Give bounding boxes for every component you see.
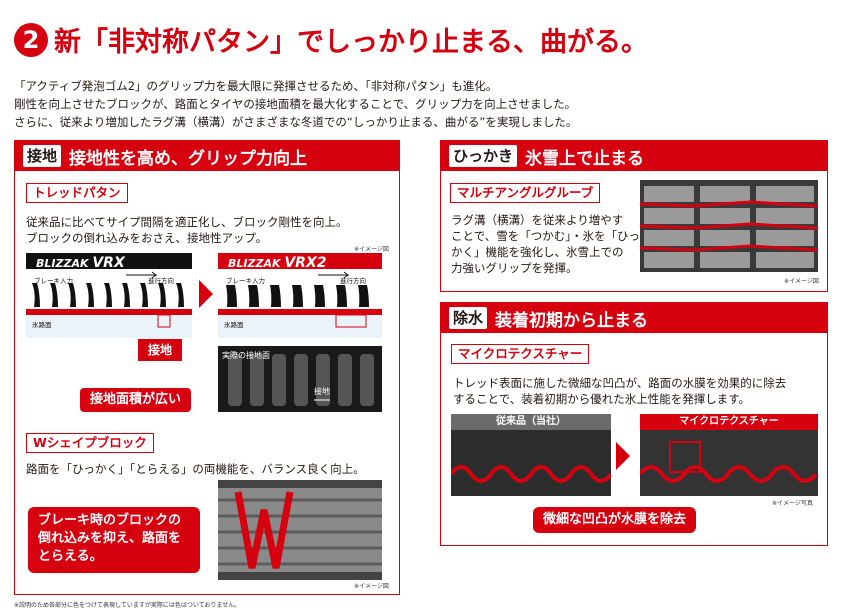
- water-panel-title: 装着初期から止まる: [495, 310, 649, 331]
- new-brand-logo: BLIZZAK VRX2: [228, 255, 327, 271]
- direction-label: 進行方向: [148, 277, 174, 285]
- conventional-tire-photo: 従来品（当社）: [451, 414, 611, 496]
- conventional-label: 従来品（当社）: [451, 414, 611, 430]
- contact-tag-label: 接地: [138, 339, 183, 361]
- multi-angle-text: ラグ溝（横溝）を従来より増やす ことで、雪を「つかむ」・氷を「ひっ かく」機能を…: [451, 213, 640, 275]
- multi-angle-subhead: マルチアングルグルーブ: [450, 183, 601, 203]
- intro-line: 剛性を向上させたブロックが、路面とタイヤの接地面積を最大化することで、グリップ力…: [14, 97, 577, 111]
- image-note: ※イメージ図: [354, 583, 389, 590]
- micro-texture-photo: マイクロテクスチャー: [640, 414, 818, 496]
- brake-label: ブレーキ入力: [226, 277, 265, 285]
- water-panel-header: 除水 装着初期から止まる: [441, 303, 827, 333]
- new-tread-blocks: [218, 269, 382, 328]
- multi-angle-groove-image: [640, 180, 818, 272]
- section-title: 新「非対称パタン」でしっかり止まる、曲がる。: [54, 27, 648, 58]
- ice-panel-title: 氷雪上で止まる: [525, 148, 645, 169]
- ice-panel-header: ひっかき 氷雪上で止まる: [441, 141, 827, 171]
- water-tag: 除水: [449, 307, 488, 329]
- brake-label: ブレーキ入力: [34, 277, 73, 285]
- w-shape-block-image: [218, 480, 382, 580]
- micro-texture-subhead: マイクロテクスチャー: [451, 344, 590, 364]
- section-heading: 2 新「非対称パタン」でしっかり止まる、曲がる。: [14, 20, 648, 59]
- arrow-right-icon: [199, 280, 213, 308]
- image-note: ※イメージ図: [354, 246, 389, 253]
- actual-contact-label: 実際の接地面: [222, 351, 270, 360]
- image-note: ※イメージ写真: [772, 500, 813, 507]
- contact-panel-title: 接地性を高め、グリップ力向上: [69, 148, 308, 169]
- old-brand-logo: BLIZZAK VRX: [36, 255, 125, 271]
- intro-text: 「アクティブ発泡ゴム2」のグリップ力を最大限に発揮させるため、「非対称パタン」も…: [14, 77, 577, 131]
- intro-line: さらに、従来より増加したラグ溝（横溝）がさまざまな冬道での“しっかり止まる、曲が…: [14, 115, 578, 129]
- road-label: 氷路面: [32, 321, 52, 329]
- w-shape-text: 路面を「ひっかく」「とらえる」の両機能を、バランス良く向上。: [26, 462, 365, 476]
- tread-pattern-subhead: トレッドパタン: [26, 183, 128, 203]
- tread-pattern-text: 従来品に比べてサイプ間隔を適正化し、ブロック剛性を向上。 ブロックの倒れ込みをお…: [26, 215, 348, 245]
- ice-tag: ひっかき: [449, 145, 518, 167]
- new-tire-diagram: BLIZZAK VRX2 ブレーキ入力 進行方向 氷路面: [218, 253, 382, 338]
- water-removal-callout: 微細な凹凸が水膜を除去: [533, 507, 697, 533]
- contact-photo-label: 接地: [314, 387, 330, 396]
- arrow-right-icon: [616, 442, 630, 470]
- footnote: ※説明のため各部分に色をつけて表現していますが実際には色はついておりません。: [14, 602, 241, 609]
- wide-contact-callout: 接地面積が広い: [80, 388, 192, 412]
- contact-panel-header: 接地 接地性を高め、グリップ力向上: [15, 141, 399, 171]
- w-shape-subhead: Wシェイプブロック: [26, 433, 154, 453]
- section-number-badge: 2: [14, 22, 48, 57]
- old-tread-blocks: [26, 269, 192, 328]
- contact-patch-photo: 実際の接地面 接地: [218, 346, 382, 412]
- micro-texture-label: マイクロテクスチャー: [640, 414, 818, 430]
- contact-tag: 接地: [23, 145, 62, 167]
- road-label: 氷路面: [224, 321, 244, 329]
- w-shape-callout: ブレーキ時のブロックの 倒れ込みを抑え、路面を とらえる。: [28, 507, 200, 573]
- micro-texture-text: トレッド表面に施した微細な凹凸が、路面の水膜を効果的に除去 することで、装着初期…: [453, 376, 787, 406]
- direction-label: 進行方向: [340, 277, 366, 285]
- old-tire-diagram: BLIZZAK VRX ブレーキ入力 進行方向 氷路面: [26, 253, 192, 338]
- image-note: ※イメージ図: [784, 278, 819, 285]
- intro-line: 「アクティブ発泡ゴム2」のグリップ力を最大限に発揮させるため、「非対称パタン」も…: [14, 79, 498, 93]
